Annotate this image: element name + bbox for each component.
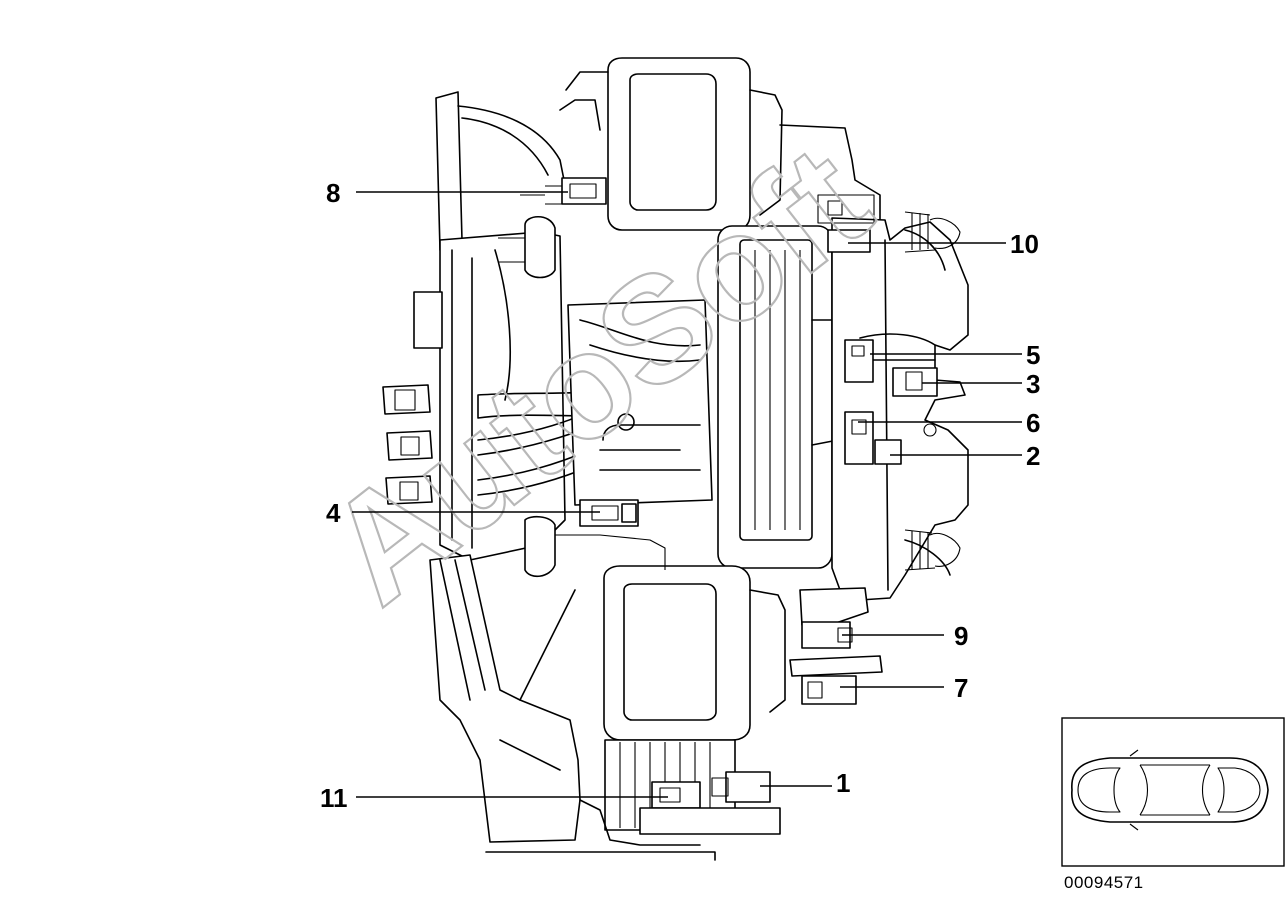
leader-lines: [352, 191, 1022, 798]
callout-numbers: 8 10 5 3 6 2 4 9 7 11 1: [320, 178, 1040, 813]
part-number: 00094571: [1064, 873, 1144, 892]
callout-8: 8: [326, 178, 340, 208]
callout-3: 3: [1026, 369, 1040, 399]
car-top-view-icon: [1071, 749, 1269, 831]
callout-1: 1: [836, 768, 850, 798]
callout-10: 10: [1010, 229, 1039, 259]
callout-2: 2: [1026, 441, 1040, 471]
callout-6: 6: [1026, 408, 1040, 438]
servo-connectors: [498, 177, 938, 835]
callout-4: 4: [326, 498, 341, 528]
callout-5: 5: [1026, 340, 1040, 370]
vehicle-inset: [1061, 717, 1285, 867]
callout-9: 9: [954, 621, 968, 651]
callout-11: 11: [320, 783, 348, 813]
callout-7: 7: [954, 673, 968, 703]
